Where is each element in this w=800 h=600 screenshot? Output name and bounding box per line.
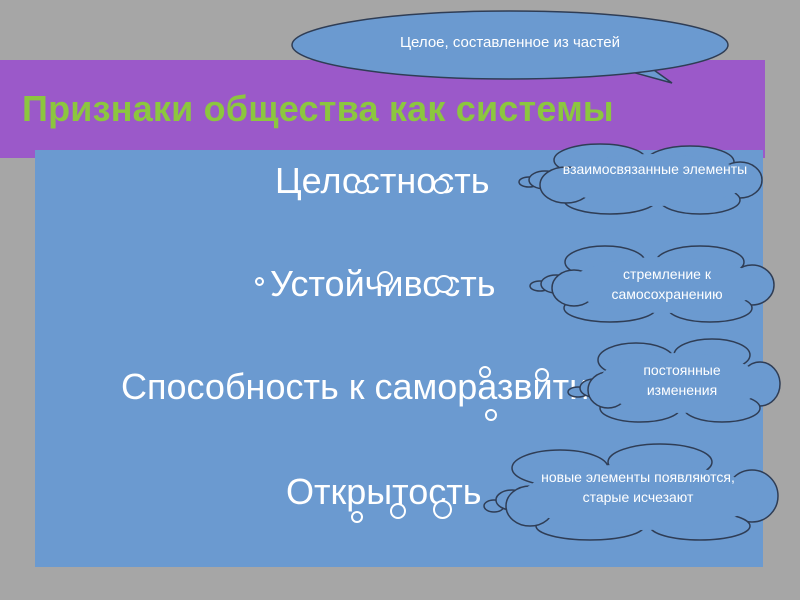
- speech-callout: [291, 10, 729, 84]
- decor-bubble: [435, 275, 453, 293]
- feature-integrity: Целостность: [275, 160, 490, 201]
- cloud-callout-3: [567, 338, 781, 423]
- decor-bubble: [485, 409, 497, 421]
- cloud-callout-1: [518, 143, 763, 215]
- note-openness: новые элементы появляются, старые исчеза…: [541, 469, 735, 505]
- decor-bubble: [255, 277, 264, 286]
- cloud-callout-2: [529, 245, 775, 323]
- decor-bubble: [535, 368, 549, 382]
- decor-bubble: [433, 500, 452, 519]
- definition-callout-text: Целое, составленное из частей: [399, 34, 621, 51]
- note-integrity: взаимосвязанные элементы: [562, 161, 748, 177]
- title-band: [0, 60, 765, 158]
- feature-self-development: Способность к саморазвитию: [121, 366, 617, 407]
- slide-title: Признаки общества как системы: [22, 88, 614, 129]
- decor-bubble: [355, 180, 369, 194]
- cloud-callout-4: [483, 443, 779, 541]
- decor-bubble: [433, 178, 449, 194]
- decor-bubble: [351, 511, 363, 523]
- note-self-development: постоянные изменения: [643, 362, 721, 398]
- decor-bubble: [377, 271, 393, 287]
- note-stability: стремление к самосохранению: [611, 266, 723, 302]
- decor-bubble: [479, 366, 491, 378]
- decor-bubble: [390, 503, 406, 519]
